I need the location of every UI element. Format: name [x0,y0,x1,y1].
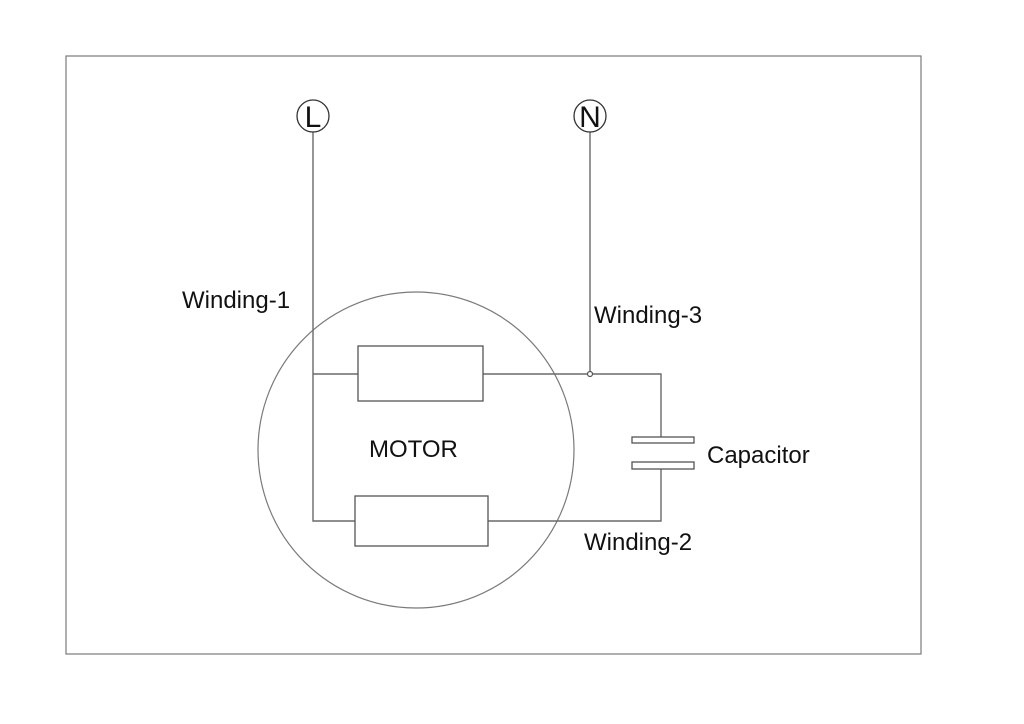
winding-1-wire-right [483,373,662,437]
winding-2-wire-right [488,469,662,522]
motor-housing-circle [257,291,575,609]
capacitor-label: Capacitor [707,442,810,469]
terminal-l-circle [296,99,330,133]
winding-2-label: Winding-2 [584,529,692,556]
capacitor-plate-bottom [631,461,695,470]
line-wire [312,132,355,522]
terminal-n-circle [573,99,607,133]
drawing-border [65,55,922,655]
terminal-n-label: N [579,101,601,134]
winding-1-label: Winding-1 [182,287,290,314]
terminal-l: L [296,99,330,134]
junction-dot [586,370,594,378]
terminal-l-label: L [305,101,322,134]
winding-1-coil [357,345,484,402]
terminal-n: N [573,99,607,134]
winding-3-label: Winding-3 [594,302,702,329]
motor-label: MOTOR [369,436,458,463]
winding-2-coil [354,495,489,547]
capacitor-plate-top [631,436,695,444]
